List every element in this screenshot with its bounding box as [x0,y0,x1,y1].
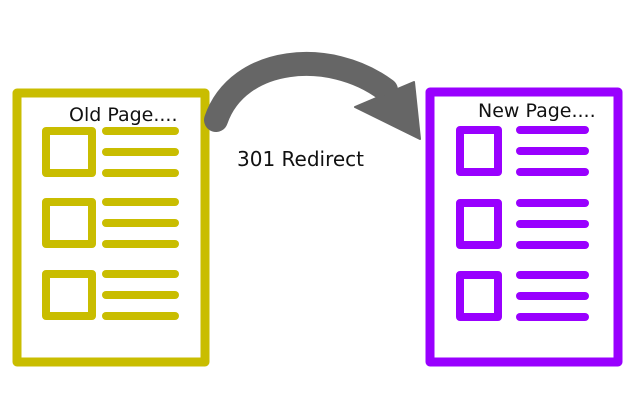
old-page-document: Old Page.... [12,88,210,367]
old-page-thumbnail [42,198,96,248]
new-page-thumbnail [456,271,502,321]
new-page-title: New Page.... [478,100,596,122]
arrow-head [354,81,421,140]
old-page-title: Old Page.... [69,104,178,126]
curved-arrow-icon [204,52,421,140]
old-page-content [42,127,179,320]
new-page-content [456,126,589,321]
old-page-thumbnail [42,127,96,177]
new-page-document: New Page.... [425,87,623,367]
redirect-label: 301 Redirect [237,147,364,171]
arrow-body [204,52,398,132]
old-page-thumbnail [42,270,96,320]
new-page-thumbnail [456,199,502,249]
new-page-thumbnail [456,126,502,176]
new-page-frame [425,87,623,367]
old-page-frame [12,88,210,367]
